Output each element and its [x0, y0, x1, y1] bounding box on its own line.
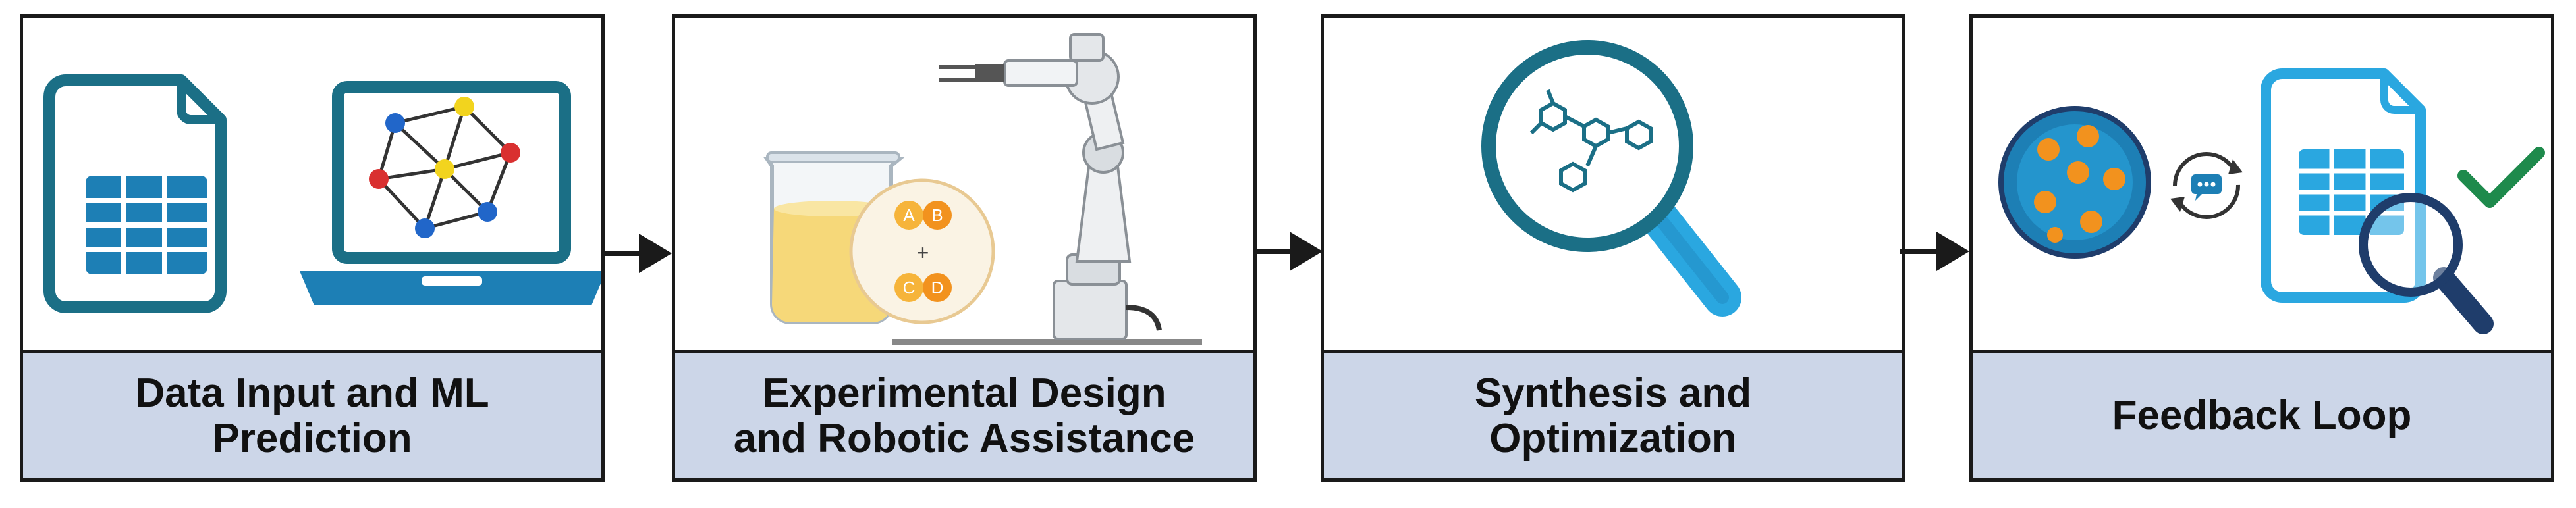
magnifier-molecules-icon: [1481, 40, 1741, 317]
panel-data-input-illustration: [23, 18, 601, 353]
beaker-label-d: D: [931, 278, 944, 297]
panel-data-input: Data Input and ML Prediction: [20, 14, 605, 482]
beaker-label-c: C: [903, 278, 916, 297]
panel-experimental-design: A B + C D: [672, 14, 1257, 482]
laptop-network-icon: [300, 81, 601, 305]
document-check-icon: [2261, 68, 2545, 334]
panel-data-input-label: Data Input and ML Prediction: [135, 370, 489, 461]
panel-synthesis-caption: Synthesis and Optimization: [1324, 350, 1902, 478]
reaction-bubble: A B + C D: [849, 178, 995, 324]
panel-feedback-illustration: [1973, 18, 2551, 353]
panel-synthesis-illustration: [1324, 18, 1902, 353]
plus-sign: +: [917, 241, 929, 265]
panel-experimental-design-caption: Experimental Design and Robotic Assistan…: [675, 350, 1253, 478]
beaker-label-b: B: [931, 205, 943, 225]
arrow-2-to-3: [1253, 232, 1323, 271]
spreadsheet-document-icon: [43, 74, 227, 313]
beaker-label-a: A: [903, 205, 915, 225]
panel-feedback: Feedback Loop: [1969, 14, 2554, 482]
panel-synthesis: Synthesis and Optimization: [1321, 14, 1905, 482]
robotic-arm-icon: [892, 33, 1202, 345]
panel-feedback-label: Feedback Loop: [2112, 393, 2412, 439]
arrow-3-to-4: [1900, 232, 1969, 271]
panel-experimental-design-label: Experimental Design and Robotic Assistan…: [733, 370, 1195, 461]
nanoparticle-icon: [1998, 106, 2151, 259]
panel-synthesis-label: Synthesis and Optimization: [1474, 370, 1752, 461]
panel-data-input-caption: Data Input and ML Prediction: [23, 350, 601, 478]
chat-cycle-icon: [2170, 152, 2243, 219]
panel-feedback-caption: Feedback Loop: [1973, 350, 2551, 478]
panel-experimental-design-illustration: A B + C D: [675, 18, 1253, 353]
arrow-1-to-2: [603, 234, 672, 273]
